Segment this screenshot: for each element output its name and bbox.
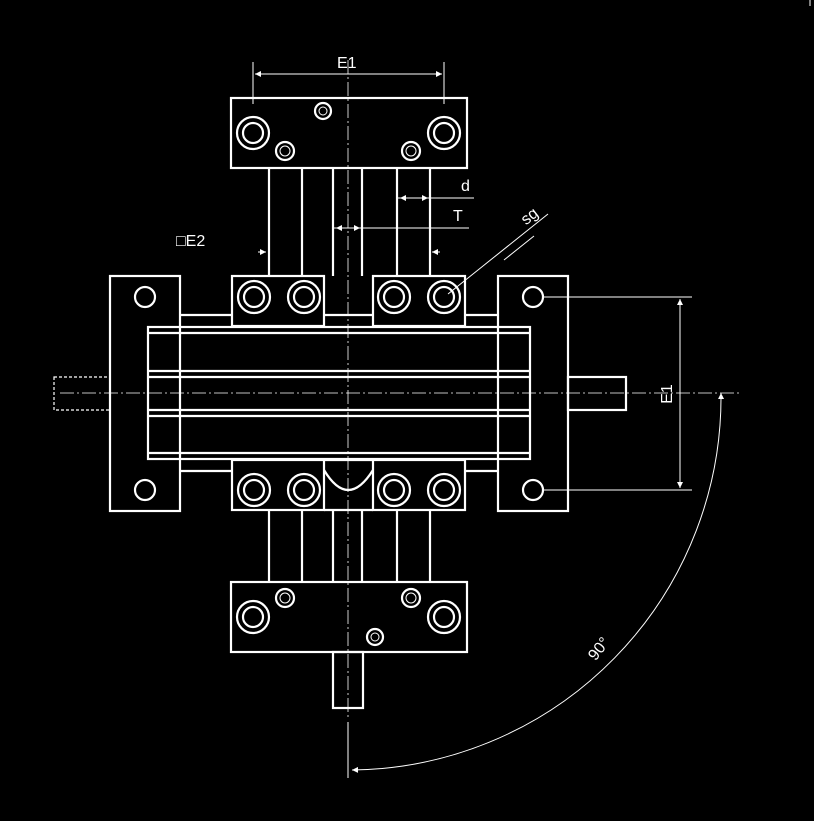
right-bracket	[496, 274, 570, 513]
bottom-clamp-block	[229, 580, 469, 654]
label-t: T	[453, 208, 463, 225]
label-e1-top: E1	[337, 55, 357, 72]
label-sg: sg	[518, 205, 542, 229]
left-shaft-hidden	[53, 376, 111, 411]
label-e2: □E2	[176, 233, 205, 250]
label-angle: 90°	[585, 634, 613, 664]
label-e1-right: E1	[659, 384, 676, 404]
angle-dimension-90	[347, 392, 725, 778]
center-lines	[60, 60, 740, 720]
upper-screw-bars	[180, 274, 498, 328]
dimension-e1-top	[252, 62, 445, 104]
top-posts	[267, 168, 432, 276]
bottom-posts	[267, 510, 432, 582]
left-bracket	[108, 274, 182, 513]
top-clamp-block	[229, 96, 469, 170]
right-shaft	[566, 375, 628, 412]
lower-screw-bars	[180, 458, 498, 512]
label-d: d	[461, 178, 470, 195]
leader-sg	[447, 213, 549, 295]
